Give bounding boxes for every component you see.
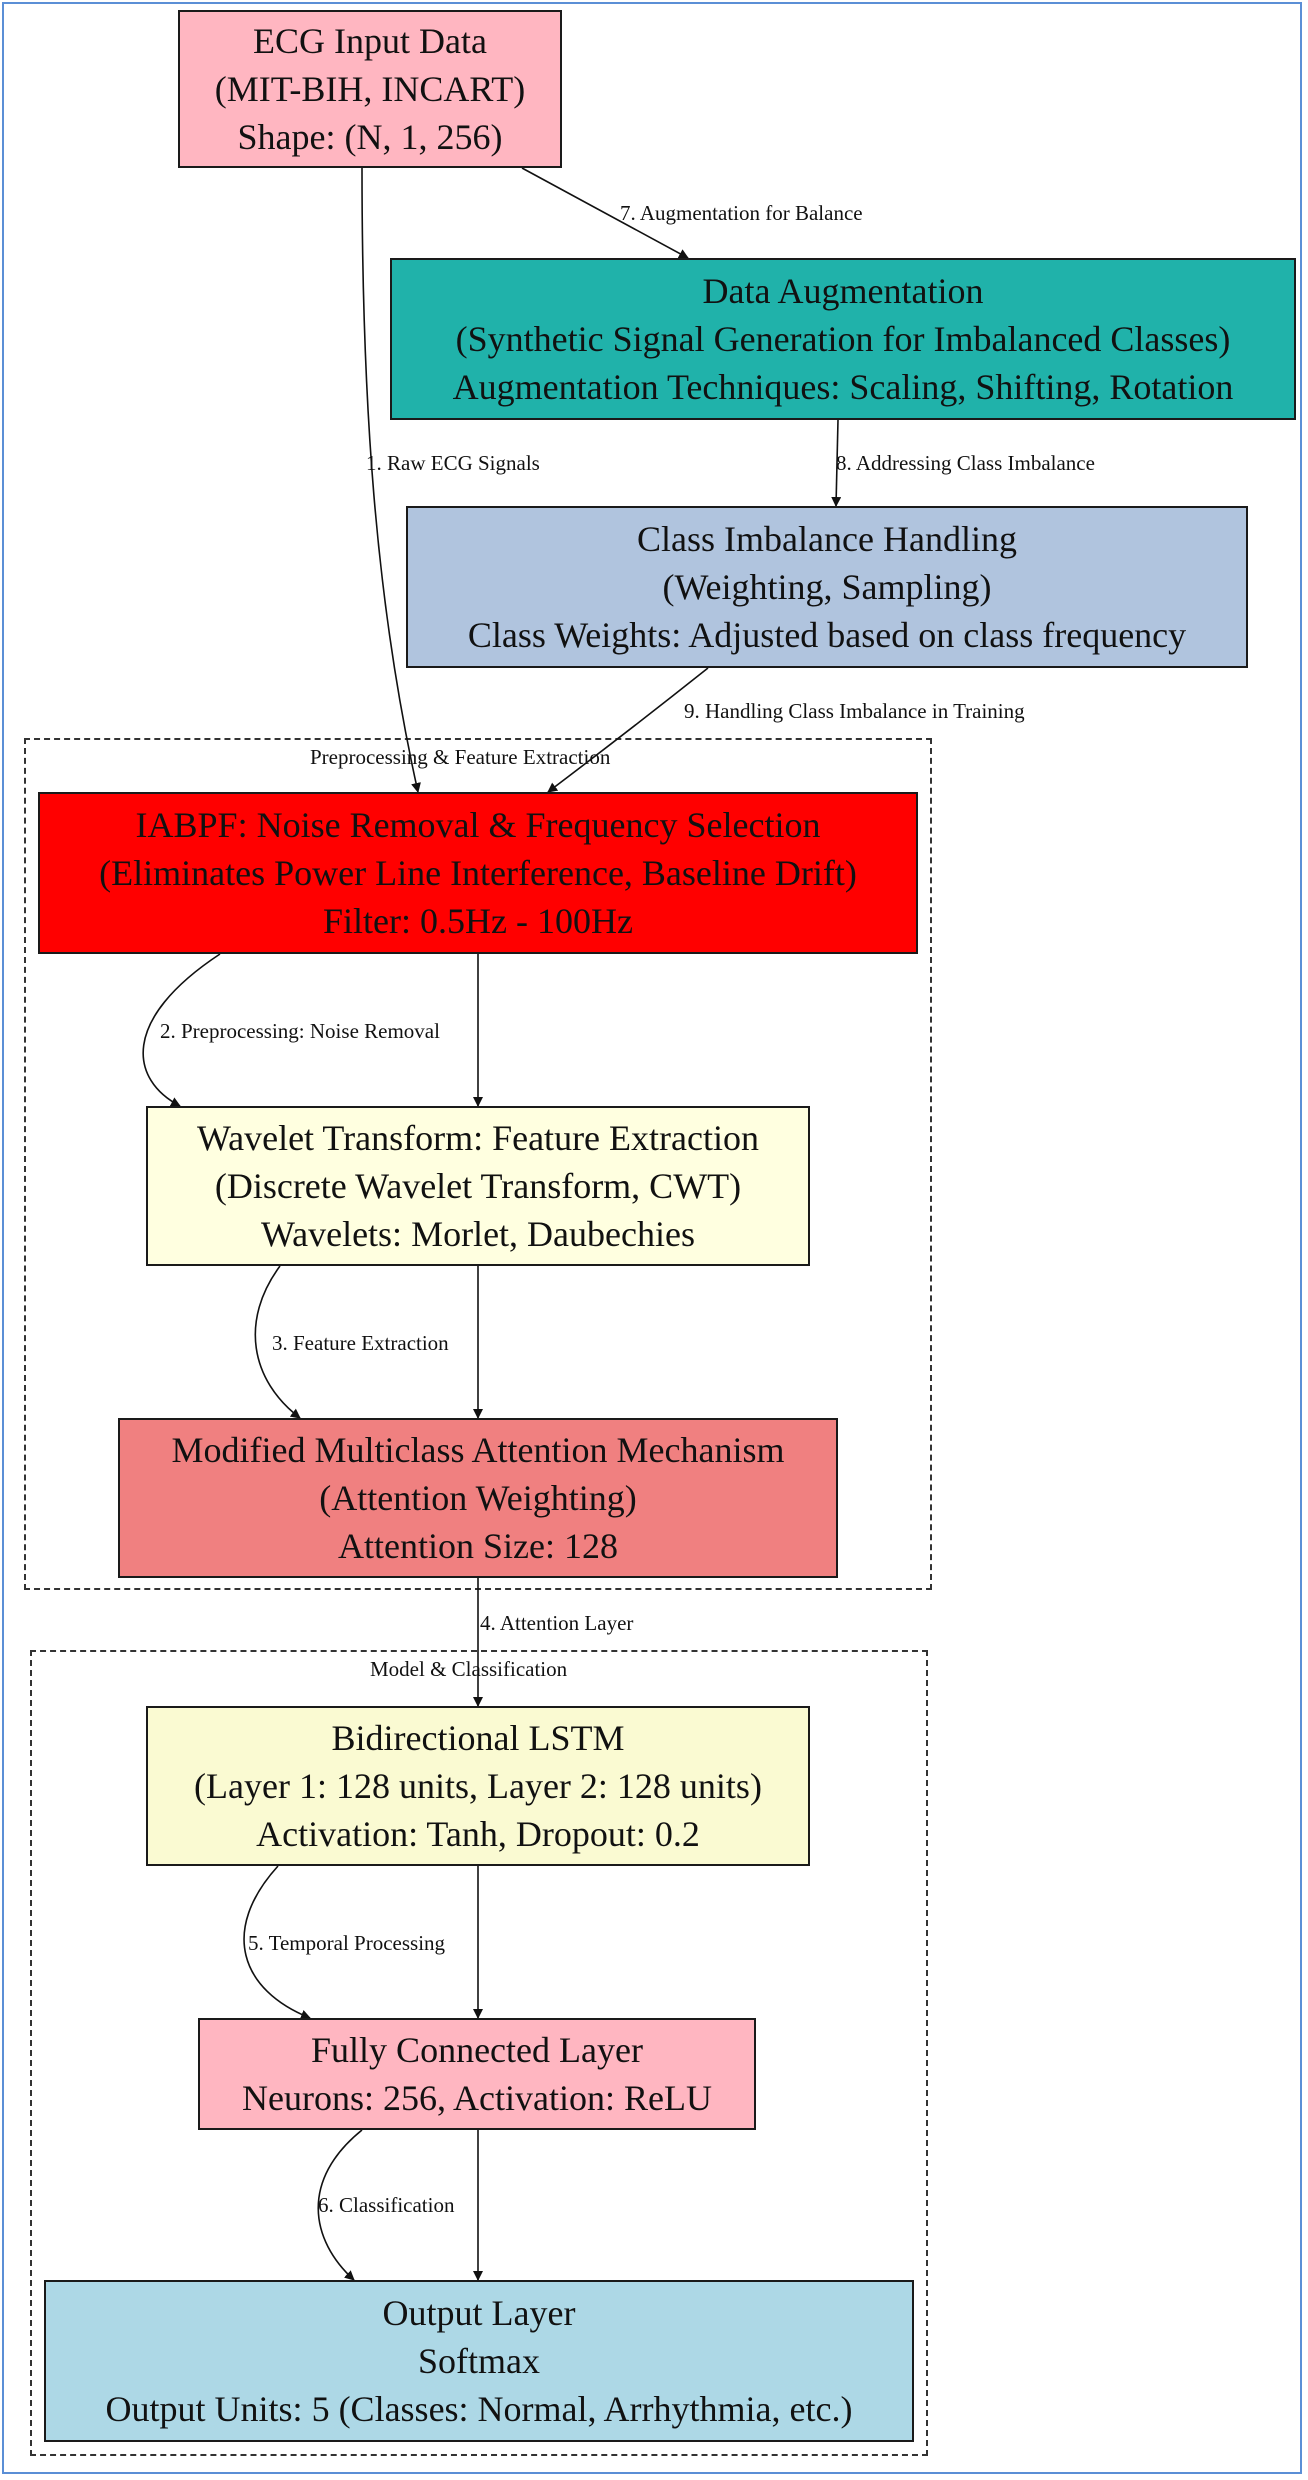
edge-augmentation-line bbox=[521, 167, 689, 259]
edge-attention-layer-label: 4. Attention Layer bbox=[480, 1611, 633, 1635]
node-ecg-input-title: ECG Input Data bbox=[253, 21, 487, 61]
cluster-model bbox=[30, 1650, 928, 2456]
node-data-augmentation-title: Data Augmentation bbox=[702, 271, 984, 311]
node-output-layer: Output Layer Softmax Output Units: 5 (Cl… bbox=[44, 2280, 914, 2442]
edge-imbalance-training-line bbox=[547, 667, 709, 793]
node-attention-mechanism-title: Modified Multiclass Attention Mechanism bbox=[171, 1430, 785, 1470]
node-data-augmentation: Data Augmentation (Synthetic Signal Gene… bbox=[390, 258, 1296, 420]
edge-imbalance-training-label: 9. Handling Class Imbalance in Training bbox=[684, 699, 1025, 723]
node-data-augmentation-line3: Augmentation Techniques: Scaling, Shifti… bbox=[452, 367, 1234, 407]
node-fully-connected-title: Fully Connected Layer bbox=[311, 2030, 643, 2070]
node-class-imbalance-title: Class Imbalance Handling bbox=[637, 519, 1017, 559]
node-bidirectional-lstm-line3: Activation: Tanh, Dropout: 0.2 bbox=[256, 1814, 700, 1854]
node-class-imbalance-line2: (Weighting, Sampling) bbox=[662, 567, 992, 607]
node-fully-connected: Fully Connected Layer Neurons: 256, Acti… bbox=[198, 2018, 756, 2130]
node-wavelet-transform: Wavelet Transform: Feature Extraction (D… bbox=[146, 1106, 810, 1266]
edge-raw-ecg-line bbox=[361, 167, 421, 793]
node-output-layer-line3: Output Units: 5 (Classes: Normal, Arrhyt… bbox=[105, 2389, 853, 2429]
node-bidirectional-lstm-line2: (Layer 1: 128 units, Layer 2: 128 units) bbox=[194, 1766, 762, 1806]
node-class-imbalance: Class Imbalance Handling (Weighting, Sam… bbox=[406, 506, 1248, 668]
node-ecg-input-line3: Shape: (N, 1, 256) bbox=[237, 117, 503, 157]
node-ecg-input: ECG Input Data (MIT-BIH, INCART) Shape: … bbox=[178, 10, 562, 168]
cluster-model-label: Model & Classification bbox=[370, 1657, 568, 1681]
edge-lstm-fc-curve bbox=[243, 1865, 311, 2020]
edge-fc-output-curve bbox=[317, 2129, 363, 2281]
edge-iabpf-wavelet-curve bbox=[142, 953, 221, 1107]
edge-addressing-label: 8. Addressing Class Imbalance bbox=[836, 451, 1095, 475]
node-iabpf-line3: Filter: 0.5Hz - 100Hz bbox=[323, 901, 633, 941]
node-output-layer-title: Output Layer bbox=[382, 2293, 576, 2333]
node-iabpf-title: IABPF: Noise Removal & Frequency Selecti… bbox=[135, 805, 821, 845]
node-data-augmentation-line2: (Synthetic Signal Generation for Imbalan… bbox=[455, 319, 1231, 359]
edge-wavelet-attention-curve bbox=[254, 1265, 301, 1419]
node-fully-connected-line2: Neurons: 256, Activation: ReLU bbox=[242, 2078, 712, 2118]
edge-classification-label: 6. Classification bbox=[318, 2193, 455, 2217]
cluster-preprocessing-label: Preprocessing & Feature Extraction bbox=[310, 745, 611, 769]
edge-addressing-line bbox=[831, 419, 842, 507]
edge-augmentation-label: 7. Augmentation for Balance bbox=[620, 201, 863, 225]
edge-temporal-processing-label: 5. Temporal Processing bbox=[248, 1931, 446, 1955]
node-bidirectional-lstm: Bidirectional LSTM (Layer 1: 128 units, … bbox=[146, 1706, 810, 1866]
node-attention-mechanism: Modified Multiclass Attention Mechanism … bbox=[118, 1418, 838, 1578]
edge-feature-extraction-label: 3. Feature Extraction bbox=[272, 1331, 449, 1355]
node-output-layer-line2: Softmax bbox=[418, 2341, 540, 2381]
edge-preprocessing-label: 2. Preprocessing: Noise Removal bbox=[160, 1019, 440, 1043]
node-wavelet-transform-line3: Wavelets: Morlet, Daubechies bbox=[261, 1214, 695, 1254]
node-wavelet-transform-line2: (Discrete Wavelet Transform, CWT) bbox=[214, 1166, 742, 1206]
node-class-imbalance-line3: Class Weights: Adjusted based on class f… bbox=[467, 615, 1187, 655]
node-wavelet-transform-title: Wavelet Transform: Feature Extraction bbox=[197, 1118, 759, 1158]
node-attention-mechanism-line3: Attention Size: 128 bbox=[338, 1526, 618, 1566]
node-bidirectional-lstm-title: Bidirectional LSTM bbox=[331, 1718, 625, 1758]
edge-raw-ecg-label: 1. Raw ECG Signals bbox=[366, 451, 540, 475]
node-attention-mechanism-line2: (Attention Weighting) bbox=[319, 1478, 637, 1518]
node-iabpf-line2: (Eliminates Power Line Interference, Bas… bbox=[99, 853, 857, 893]
node-ecg-input-line2: (MIT-BIH, INCART) bbox=[214, 69, 526, 109]
node-iabpf: IABPF: Noise Removal & Frequency Selecti… bbox=[38, 792, 918, 954]
